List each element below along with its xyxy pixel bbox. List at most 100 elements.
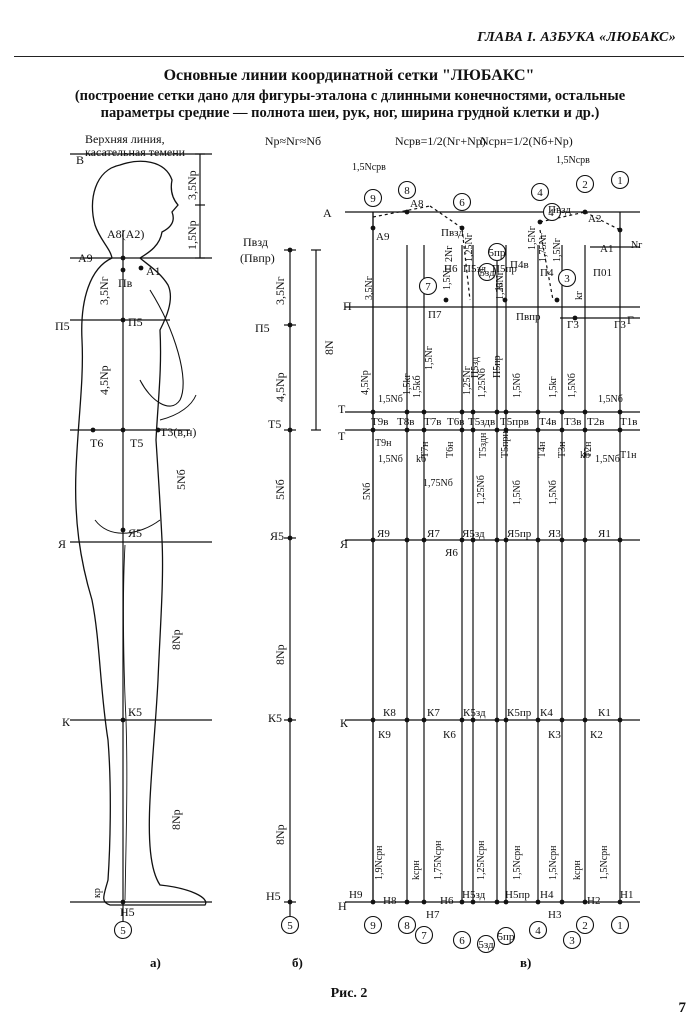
dim-label: 1,5Nб xyxy=(378,394,403,405)
point-label-k: К1 xyxy=(598,707,611,719)
point-label-h: Н1 xyxy=(620,889,633,901)
figure-caption: Рис. 2 xyxy=(330,986,368,1001)
panel-c-point xyxy=(404,899,410,905)
panel-c-point xyxy=(537,219,543,225)
point-label-t-lower: Т3н xyxy=(557,441,568,458)
point-circle-label: 1 xyxy=(617,920,623,932)
panel-c-point xyxy=(459,225,465,231)
panel-c-point xyxy=(572,315,578,321)
dim-label: kб xyxy=(416,454,426,465)
dim-label: 1,5Nб xyxy=(567,373,578,398)
dim-label: 1,5Nсрн xyxy=(599,845,610,880)
panel-c-point xyxy=(559,899,565,905)
dim-label: 1,75Nсрн xyxy=(433,840,444,880)
panel-c-point xyxy=(421,717,427,723)
point-label-t-upper: Т5прв xyxy=(500,416,529,428)
point-label: П7 xyxy=(428,309,442,321)
panel-a-point xyxy=(120,317,126,323)
point-label-t-upper: Т4в xyxy=(539,416,556,428)
panel-c-point xyxy=(617,427,623,433)
line-label-h: Н xyxy=(338,899,347,913)
point-label-p5: П5 xyxy=(128,315,143,329)
point-circle xyxy=(575,915,595,935)
point-label: П01 xyxy=(593,267,612,279)
circle-5-a-label: 5 xyxy=(120,925,126,937)
panel-b-point xyxy=(287,717,293,723)
point-circle xyxy=(363,915,383,935)
panel-c-point xyxy=(535,537,541,543)
line-label-ya: Я xyxy=(58,537,66,551)
dim-label: 1,5Nб xyxy=(512,480,523,505)
panel-a-point xyxy=(120,255,126,261)
point-label-h: Н5зд xyxy=(462,889,486,901)
panel-c-point xyxy=(370,717,376,723)
panel-b-point xyxy=(287,322,293,328)
panel-c-point xyxy=(582,409,588,415)
dim-label: 1,5Nб xyxy=(598,394,623,405)
panel-a-point xyxy=(120,267,126,273)
label-pvzd: Пвзд xyxy=(243,235,268,249)
point-label-h: Н8 xyxy=(383,895,397,907)
panel-c-point xyxy=(494,899,500,905)
point-label: Пвзд xyxy=(441,227,464,239)
panel-c-point xyxy=(559,537,565,543)
figure-subtitle: (построение сетки дано для фигуры-эталон… xyxy=(74,88,626,121)
panel-c-point xyxy=(459,717,465,723)
point-label: П4 xyxy=(540,267,554,279)
line-label-p: П xyxy=(343,299,352,313)
panel-c-point xyxy=(617,227,623,233)
point-circle-label: 3 xyxy=(564,273,570,285)
panel-c-point xyxy=(470,717,476,723)
panel-c-point xyxy=(502,297,508,303)
panel-a-point xyxy=(120,527,126,533)
panel-c-point xyxy=(559,409,565,415)
panel-c-point xyxy=(459,899,465,905)
point-label-t-lower: Т5здн xyxy=(478,432,489,458)
dim-label: 2Nг xyxy=(444,246,455,262)
point-label-h: Н4 xyxy=(540,889,554,901)
dim-label: 1,5Nсрн xyxy=(512,845,523,880)
point-circle-label: 7 xyxy=(421,930,427,942)
panel-b-point xyxy=(287,535,293,541)
line-label-g: Г xyxy=(627,313,634,327)
point-circle xyxy=(575,174,595,194)
panel-c-point xyxy=(470,537,476,543)
dim-label: 1,25Nг xyxy=(495,271,506,300)
arm-curve xyxy=(139,289,184,407)
point-label: А1 xyxy=(600,243,613,255)
point-label-ya5: Я5 xyxy=(128,526,142,540)
panel-c-point xyxy=(404,427,410,433)
dim-label: 1,5Nг xyxy=(527,226,538,250)
point-label: А8 xyxy=(410,198,424,210)
dim-label: 8Nр xyxy=(169,809,183,830)
point-circle xyxy=(496,926,516,946)
dim-label: 4,5Nр xyxy=(360,370,371,395)
line-label-k: К xyxy=(340,716,349,730)
panel-c-point xyxy=(459,409,465,415)
shoulder-dashed xyxy=(539,211,586,223)
hip-curve xyxy=(94,519,161,534)
dim-label: 5Nб xyxy=(273,479,287,500)
point-circle-label: 9 xyxy=(370,920,376,932)
dim-label: 4,5Nр xyxy=(97,365,111,395)
panel-c-point xyxy=(404,717,410,723)
point-label-k: К5пр xyxy=(507,707,532,719)
dim-label: 1,5Nсрв xyxy=(556,155,590,166)
panel-c-point xyxy=(503,427,509,433)
panel-c-point xyxy=(443,297,449,303)
formula-c1: Nсрв=1/2(Nг+Nр) xyxy=(395,134,486,148)
top-line-label: Верхняя линия, xyxy=(85,132,165,146)
point-circle xyxy=(487,242,507,262)
shoulder-dashed xyxy=(372,205,431,218)
panel-c-point xyxy=(617,537,623,543)
formula-c2: Nсрн=1/2(Nб+Nр) xyxy=(480,134,573,148)
dim-label: 5Nб xyxy=(362,483,373,500)
point-label: Пвпр xyxy=(516,311,541,323)
circle-5-b-label: 5 xyxy=(287,920,293,932)
panel-c-point xyxy=(582,537,588,543)
panel-c-point xyxy=(370,409,376,415)
label-k5: К5 xyxy=(268,711,282,725)
panel-label-a: а) xyxy=(150,955,161,970)
dim-label: 5Nб xyxy=(174,469,188,490)
point-circle-label: 8 xyxy=(404,185,410,197)
